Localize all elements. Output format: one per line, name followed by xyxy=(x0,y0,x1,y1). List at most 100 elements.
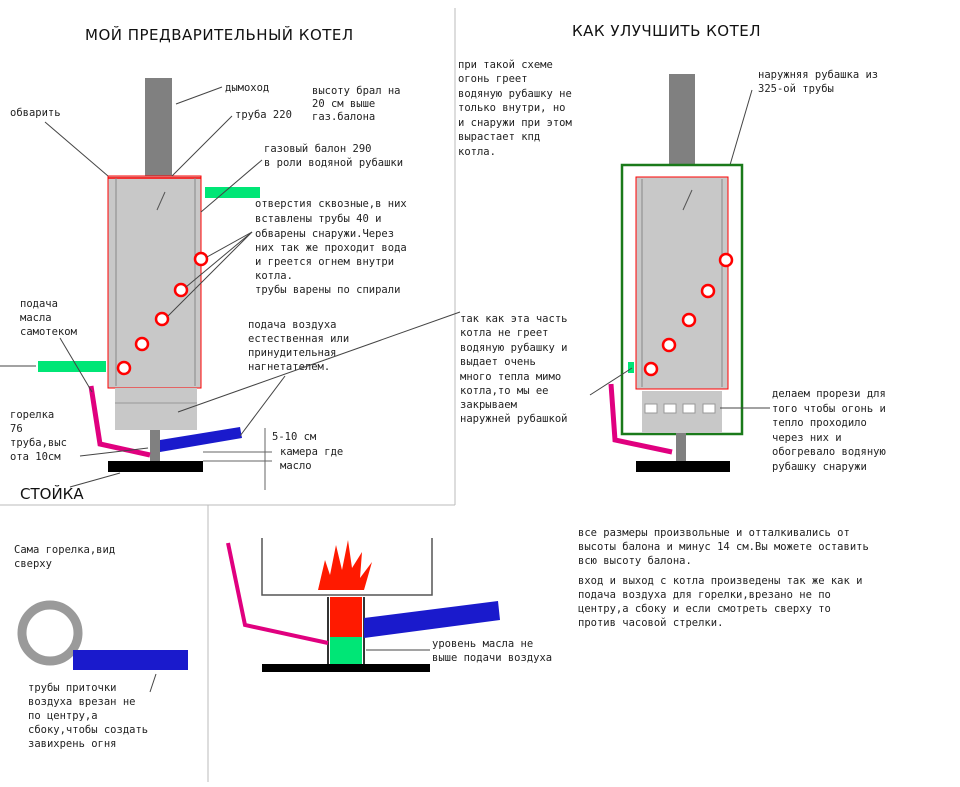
arrow-air-pipe xyxy=(149,673,157,693)
label-scheme-5: и снаружи при этом xyxy=(458,117,572,129)
arrow-holes-2 xyxy=(185,231,253,288)
label-slots-6: рубашку снаружи xyxy=(772,461,867,473)
arrow-burner xyxy=(79,447,149,457)
right-inner-arrow xyxy=(682,189,693,211)
label-lower-part: так как эта часть котла не греет водяную… xyxy=(460,313,567,425)
label-lower-6: котла,то мы ее xyxy=(460,385,549,397)
label-holes-3: обварены снаружи.Через xyxy=(255,228,394,240)
left-holes xyxy=(116,251,209,376)
right-oil-feed-pipe xyxy=(608,383,673,455)
label-burner-top-2: сверху xyxy=(14,558,52,570)
right-chimney xyxy=(669,74,695,166)
burner-base xyxy=(262,664,430,672)
label-air-1: подача воздуха xyxy=(248,319,337,331)
label-lower-8: наружней рубашкой xyxy=(460,413,567,425)
label-chimney-height-3: газ.балона xyxy=(312,111,375,123)
label-gap: 5-10 см камера где масло xyxy=(272,431,343,472)
label-sizes-3: всю высоту балона. xyxy=(578,555,692,567)
right-burner-pipe xyxy=(676,433,686,463)
burner-flame-column xyxy=(330,597,362,637)
label-air-2: естественная или xyxy=(248,333,349,345)
label-holes-4: них так же проходит вода xyxy=(255,242,407,254)
left-bottom-water-pipe xyxy=(38,361,106,372)
label-scheme-3: водяную рубашку не xyxy=(458,88,572,100)
label-chimney-height-1: высоту брал на xyxy=(312,85,401,97)
label-io-2: подача воздуха для горелки,врезано не по xyxy=(578,589,831,601)
right-title: КАК УЛУЧШИТЬ КОТЕЛ xyxy=(572,22,761,40)
label-slots-5: обогревало водяную xyxy=(772,446,886,458)
label-scheme-7: котла. xyxy=(458,146,496,158)
right-stand xyxy=(636,461,730,472)
label-weld: обварить xyxy=(10,107,61,119)
left-inner-arrow xyxy=(156,191,166,211)
label-slots: делаем прорези для того чтобы огонь и те… xyxy=(772,388,886,473)
label-holes-2: вставлены трубы 40 и xyxy=(255,213,381,225)
left-lower-chamber xyxy=(115,388,197,430)
label-gap-2: камера где xyxy=(280,446,343,458)
label-oil-level-1: уровень масла не xyxy=(432,638,533,650)
arrow-gas-cylinder xyxy=(200,159,263,213)
label-burner-4: ота 10см xyxy=(10,451,61,463)
label-lower-7: закрываем xyxy=(460,399,518,411)
label-io-1: вход и выход с котла произведены так же … xyxy=(578,575,862,587)
left-top-water-pipe xyxy=(205,187,260,198)
label-air-pipe-4: сбоку,чтобы создать xyxy=(28,724,148,736)
label-air-pipe: трубы приточки воздуха врезан не по цент… xyxy=(28,682,148,750)
arrow-lower-part xyxy=(177,311,461,413)
label-air-pipe-3: по центру,а xyxy=(28,710,98,722)
burner-cup xyxy=(261,538,433,596)
label-gap-1: 5-10 см xyxy=(272,431,317,443)
label-air-pipe-1: трубы приточки xyxy=(28,682,117,694)
label-lower-5: много тепла мимо xyxy=(460,371,561,383)
label-air-pipe-5: завихрень огня xyxy=(28,738,117,750)
label-air-pipe-2: воздуха врезан не xyxy=(28,696,135,708)
label-outer-jacket-1: наружняя рубашка из xyxy=(758,69,878,81)
label-slots-1: делаем прорези для xyxy=(772,388,886,400)
left-chimney xyxy=(145,78,172,178)
label-io-4: против часовой стрелки. xyxy=(578,617,723,629)
burner-flame xyxy=(318,540,372,590)
label-lower-1: так как эта часть xyxy=(460,313,567,325)
arrow-stand xyxy=(69,472,121,488)
label-sizes: все размеры произвольные и отталкивались… xyxy=(578,527,869,567)
arrow-air xyxy=(239,375,286,437)
burner-top-air-pipe xyxy=(73,650,188,670)
left-burner-pipe xyxy=(150,430,160,463)
label-air-4: нагнетателем. xyxy=(248,361,330,373)
arrow-lower-part-right xyxy=(589,367,633,396)
label-gap-3: масло xyxy=(280,460,312,472)
label-burner-3: труба,выс xyxy=(10,437,67,449)
left-stand xyxy=(108,461,203,472)
label-oil-feed-2: масла xyxy=(20,312,52,324)
label-outer-jacket-2: 325-ой трубы xyxy=(758,83,834,95)
label-slots-3: тепло проходило xyxy=(772,417,867,429)
label-scheme-4: только внутри, но xyxy=(458,102,565,114)
right-boiler-body xyxy=(635,176,729,390)
label-holes-1: отверстия сквозные,в них xyxy=(255,198,407,210)
label-holes: отверстия сквозные,в них вставлены трубы… xyxy=(255,198,407,296)
label-lower-4: выдает очень xyxy=(460,356,536,368)
label-holes-6: котла. xyxy=(255,270,293,282)
label-oil-level-2: выше подачи воздуха xyxy=(432,652,552,664)
label-air-supply: подача воздуха естественная или принудит… xyxy=(248,319,349,373)
right-holes xyxy=(643,252,734,377)
label-stand: СТОЙКА xyxy=(20,484,84,503)
burner-oil-pipe xyxy=(226,542,329,645)
label-holes-5: и греется огнем внутри xyxy=(255,256,394,268)
burner-oil-level xyxy=(330,637,362,664)
arrow-weld xyxy=(44,121,109,177)
left-title: МОЙ ПРЕДВАРИТЕЛЬНЫЙ КОТЕЛ xyxy=(85,25,354,44)
right-slots xyxy=(644,403,716,414)
label-scheme-6: вырастает кпд xyxy=(458,131,540,143)
left-air-pipe xyxy=(160,427,242,452)
left-oil-feed-pipe xyxy=(88,385,151,458)
label-oil-feed-3: самотеком xyxy=(20,326,78,338)
arrow-holes-3 xyxy=(167,231,253,317)
label-chimney: дымоход xyxy=(225,82,269,94)
label-oil-feed-1: подача xyxy=(20,298,58,310)
label-io: вход и выход с котла произведены так же … xyxy=(578,575,862,629)
burner-top-ring xyxy=(17,600,83,666)
arrow-outer-jacket xyxy=(729,89,753,166)
arrow-pipe220 xyxy=(171,115,233,177)
